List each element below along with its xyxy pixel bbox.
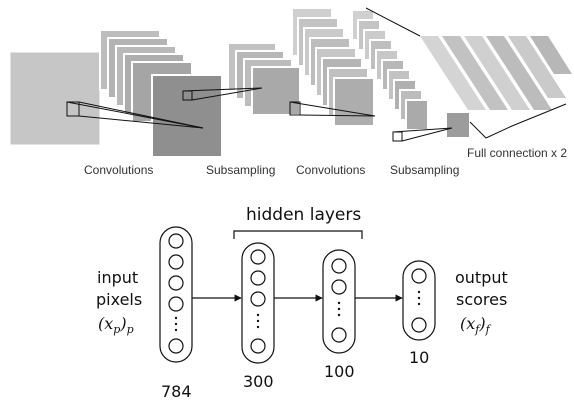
ellipsis-dots — [337, 301, 341, 317]
layer-size-label: 784 — [161, 382, 192, 401]
input-layer: 784 — [159, 226, 193, 401]
layer-capsule — [402, 260, 436, 341]
input-label-line1: input — [97, 268, 138, 287]
neuron — [168, 275, 184, 291]
neuron — [250, 338, 266, 354]
output-label-math: (xf)f — [460, 314, 492, 336]
hidden-layers-bracket — [233, 230, 363, 239]
input-image — [9, 51, 101, 146]
input-label-line2: pixels — [96, 290, 142, 309]
neuron — [331, 279, 347, 295]
neuron — [168, 254, 184, 270]
ellipsis-dots — [174, 316, 178, 332]
layer-size-label: 100 — [324, 362, 355, 381]
input-label-math: (xp)p — [98, 314, 134, 336]
neuron — [168, 338, 184, 354]
ellipsis-dots — [417, 290, 421, 306]
subsampling1-maps — [227, 42, 301, 116]
neuron — [250, 270, 266, 286]
conv2-feature-maps — [291, 7, 375, 127]
conv1-feature-maps — [99, 29, 223, 158]
neuron — [411, 317, 427, 333]
cnn-label-subsampling-2: Subsampling — [390, 163, 459, 177]
cnn-diagram: Convolutions Subsampling Convolutions Su… — [9, 7, 572, 177]
layer-capsule — [159, 226, 193, 363]
fully-connected-layers — [420, 36, 572, 110]
hidden-layer-2: 100 — [322, 249, 356, 381]
layer-capsule — [322, 249, 356, 354]
mlp-diagram: hidden layers input pixels (xp)p output … — [96, 205, 508, 401]
output-label-line2: scores — [456, 290, 507, 309]
neuron — [331, 327, 347, 343]
cnn-label-full-connection: Full connection x 2 — [467, 146, 567, 160]
receptive-field-lines — [66, 7, 567, 142]
neuron — [250, 291, 266, 307]
cnn-label-subsampling-1: Subsampling — [206, 163, 275, 177]
neuron — [411, 268, 427, 284]
neuron — [331, 258, 347, 274]
neuron — [250, 249, 266, 265]
layer-size-label: 10 — [409, 348, 429, 367]
hidden-layer-1: 300 — [241, 242, 275, 391]
ellipsis-dots — [256, 313, 260, 329]
output-layer: 10 — [402, 260, 436, 367]
layer-capsule — [241, 242, 275, 364]
cnn-label-convolutions-2: Convolutions — [296, 163, 365, 177]
cnn-label-convolutions-1: Convolutions — [84, 163, 153, 177]
hidden-layers-title: hidden layers — [246, 205, 361, 225]
layer-size-label: 300 — [243, 372, 274, 391]
subsampling2-maps — [351, 9, 471, 139]
neuron — [168, 233, 184, 249]
output-label-line1: output — [455, 268, 508, 287]
neuron — [168, 296, 184, 312]
